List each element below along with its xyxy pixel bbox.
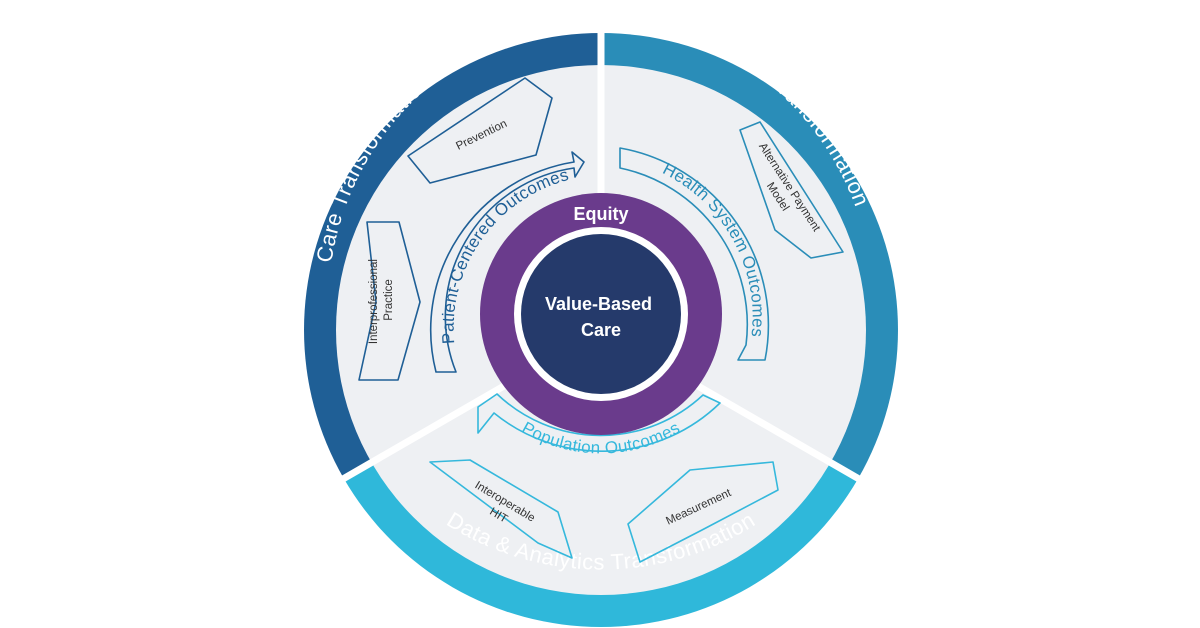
interprofessional-label: Interprofessional Practice [368,256,395,344]
health-system-outcomes-arrow [619,147,770,361]
interprofessional-practice-shape [358,221,421,381]
value-based-care-label: Value-Based Care [545,294,657,340]
value-based-care-core [521,234,681,394]
prevention-shape [407,77,553,184]
alternative-payment-model-shape [739,121,844,259]
interoperable-hit-shape [429,459,573,559]
patient-centered-outcomes-arrow [429,151,585,373]
population-outcomes-arrow [477,393,721,453]
equity-label: Equity [573,204,628,224]
measurement-shape [627,461,779,563]
